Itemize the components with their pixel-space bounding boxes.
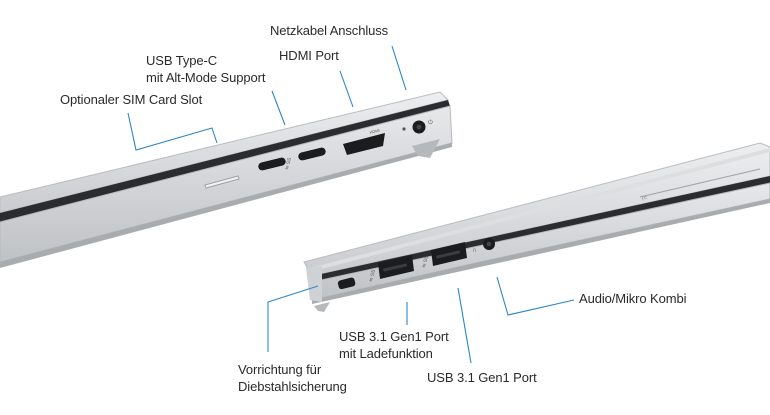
svg-text:⇋ SS: ⇋ SS [368, 268, 377, 282]
callout-line-usb-c [271, 90, 286, 126]
label-lock-line1: Vorrichtung für [238, 362, 322, 377]
label-usb-c-line2: mit Alt-Mode Support [146, 70, 266, 85]
label-usb-ladefunktion: USB 3.1 Gen1 Port mit Ladefunktion [339, 328, 449, 362]
label-usb-type-c: USB Type-C mit Alt-Mode Support [146, 52, 265, 86]
label-diebstahlsicherung: Vorrichtung für Diebstahlsicherung [238, 361, 347, 395]
svg-text:⇋ SS: ⇋ SS [421, 254, 430, 268]
label-usb-c-line1: USB Type-C [146, 53, 218, 68]
label-netzkabel-anschluss: Netzkabel Anschluss [270, 22, 388, 39]
callout-line-usb-gen1 [457, 287, 472, 364]
lock-slot [337, 277, 356, 290]
label-usb-charge-line1: USB 3.1 Gen1 Port [339, 329, 449, 344]
laptop-left-side: ⇋ SS HDMI ⏻ [0, 91, 453, 268]
label-audio-text: Audio/Mikro Kombi [579, 291, 687, 306]
label-usb-gen1: USB 3.1 Gen1 Port [427, 369, 537, 386]
callout-line-hdmi [339, 70, 354, 108]
label-usb-charge-line2: mit Ladefunktion [339, 346, 433, 361]
label-hdmi-text: HDMI Port [279, 48, 339, 63]
sim-slot [204, 175, 240, 189]
callout-line-sim [127, 112, 218, 151]
callout-line-lock [267, 285, 319, 352]
label-sim-text: Optionaler SIM Card Slot [60, 92, 203, 107]
label-hdmi-port: HDMI Port [279, 47, 339, 64]
svg-text:⇋ SS: ⇋ SS [284, 156, 293, 170]
svg-text:HDMI: HDMI [369, 128, 380, 135]
callout-line-netzkabel [391, 45, 407, 91]
usb-c-port-2 [298, 147, 326, 161]
svg-text:⟨⊂: ⟨⊂ [641, 195, 648, 202]
laptop-right-side: ⟨⊂ ⇋ SS ⇋ SS ∩ [303, 142, 770, 312]
label-lock-line2: Diebstahlsicherung [238, 379, 347, 394]
label-sim-card-slot: Optionaler SIM Card Slot [60, 91, 202, 108]
callout-lines [127, 45, 575, 364]
svg-text:∩: ∩ [472, 247, 477, 254]
svg-text:⏻: ⏻ [428, 119, 433, 126]
label-netzkabel-text: Netzkabel Anschluss [270, 23, 389, 38]
label-audio-mikro: Audio/Mikro Kombi [579, 290, 687, 307]
callout-line-audio [496, 276, 575, 316]
label-usb-gen1-text: USB 3.1 Gen1 Port [427, 370, 537, 385]
power-led [402, 127, 406, 131]
usb-c-port-1 [258, 157, 286, 171]
hdmi-port [343, 133, 385, 155]
